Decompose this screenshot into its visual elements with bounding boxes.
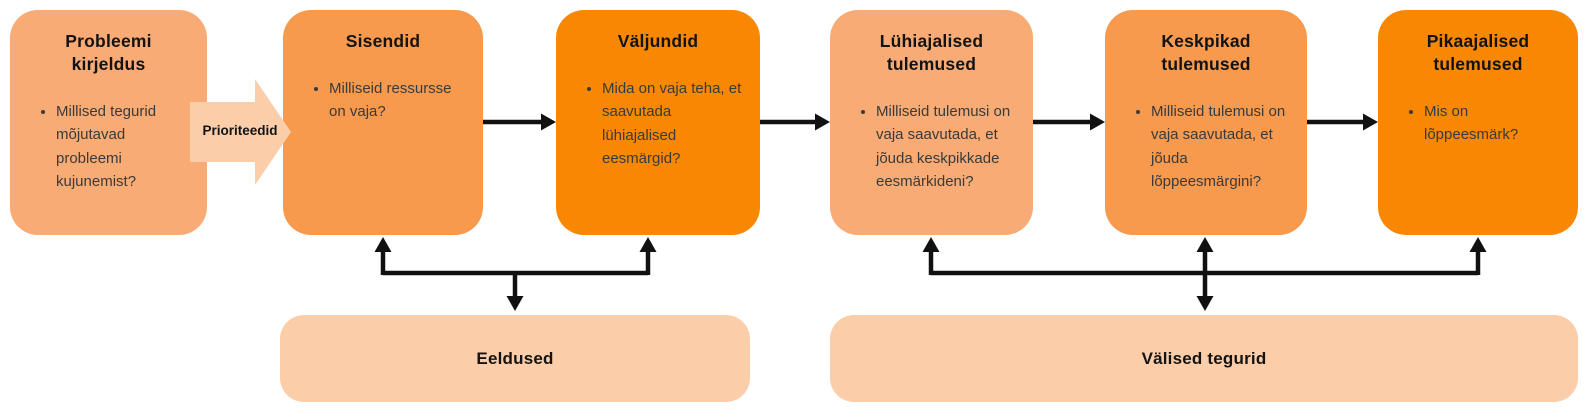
box-title-valjundid: Väljundid bbox=[617, 31, 699, 51]
box-luhiajalised-tulemused: Lühiajalised tulemused Milliseid tulemus… bbox=[830, 10, 1033, 235]
box-sisendid: Sisendid Milliseid ressursse on vaja? bbox=[283, 10, 483, 235]
box-bullets-luhiajalised-tulemused: Milliseid tulemusi on vaja saavutada, et… bbox=[844, 100, 1019, 193]
box-bullets-probleemi-kirjeldus: Millised tegurid mõjutavad probleemi kuj… bbox=[24, 100, 193, 193]
bullet-valjundid: Mida on vaja teha, et saavutada lühiajal… bbox=[602, 77, 744, 170]
box-pikaajalised-tulemused: Pikaajalised tulemused Mis on lõppeesmär… bbox=[1378, 10, 1578, 235]
box-title-pikaajalised-tulemused: Pikaajalised tulemused bbox=[1426, 31, 1530, 75]
box-title-probleemi-kirjeldus: Probleemi kirjeldus bbox=[65, 31, 152, 75]
box-valjundid: Väljundid Mida on vaja teha, et saavutad… bbox=[556, 10, 760, 235]
band-label-valised-tegurid: Välised tegurid bbox=[1141, 348, 1267, 368]
band-label-eeldused: Eeldused bbox=[476, 348, 554, 368]
band-valised-tegurid: Välised tegurid bbox=[830, 315, 1578, 402]
box-bullets-pikaajalised-tulemused: Mis on lõppeesmärk? bbox=[1392, 100, 1564, 147]
prioriteedid-label: Prioriteedid bbox=[202, 123, 278, 138]
box-bullets-keskpikad-tulemused: Milliseid tulemusi on vaja saavutada, et… bbox=[1119, 100, 1293, 193]
box-title-luhiajalised-tulemused: Lühiajalised tulemused bbox=[879, 31, 984, 75]
bullet-luhiajalised-tulemused: Milliseid tulemusi on vaja saavutada, et… bbox=[876, 100, 1017, 193]
box-keskpikad-tulemused: Keskpikad tulemused Milliseid tulemusi o… bbox=[1105, 10, 1307, 235]
arrow-luhiajalised-to-keskpikad bbox=[1033, 113, 1105, 131]
box-title-keskpikad-tulemused: Keskpikad tulemused bbox=[1161, 31, 1251, 75]
box-bullets-sisendid: Milliseid ressursse on vaja? bbox=[297, 77, 469, 124]
bullet-pikaajalised-tulemused: Mis on lõppeesmärk? bbox=[1424, 100, 1562, 147]
box-title-sisendid: Sisendid bbox=[345, 31, 421, 51]
arrow-sisendid-to-valjundid bbox=[483, 113, 556, 131]
bullet-sisendid: Milliseid ressursse on vaja? bbox=[329, 77, 467, 124]
connector-eeldused bbox=[374, 237, 657, 311]
box-probleemi-kirjeldus: Probleemi kirjeldus Millised tegurid mõj… bbox=[10, 10, 207, 235]
band-eeldused: Eeldused bbox=[280, 315, 750, 402]
bullet-probleemi-kirjeldus: Millised tegurid mõjutavad probleemi kuj… bbox=[56, 100, 191, 193]
arrow-valjundid-to-luhiajalised bbox=[760, 113, 830, 131]
connector-valised-tegurid bbox=[922, 237, 1487, 311]
bullet-keskpikad-tulemused: Milliseid tulemusi on vaja saavutada, et… bbox=[1151, 100, 1291, 193]
box-bullets-valjundid: Mida on vaja teha, et saavutada lühiajal… bbox=[570, 77, 746, 170]
arrow-keskpikad-to-pikaajalised bbox=[1307, 113, 1378, 131]
